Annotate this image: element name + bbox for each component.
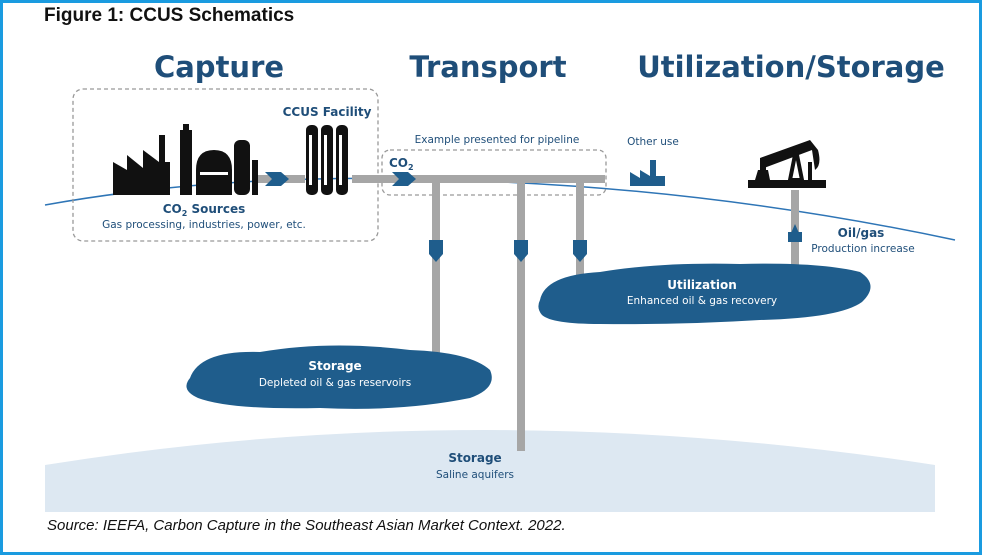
sources-detail-label: Gas processing, industries, power, etc. xyxy=(102,219,306,231)
header-capture: Capture xyxy=(154,50,284,84)
production-increase-label: Production increase xyxy=(811,243,914,255)
flow-arrow-down-2 xyxy=(514,240,528,262)
flow-arrow-right-1 xyxy=(265,172,289,186)
storage-reservoir-title: Storage xyxy=(308,359,361,373)
pipe-to-aquifer xyxy=(517,183,525,451)
utilization-reservoir xyxy=(538,263,871,325)
flow-arrow-up-stem xyxy=(788,232,802,242)
saline-storage-detail: Saline aquifers xyxy=(436,469,514,481)
flow-arrow-down-1 xyxy=(429,240,443,262)
pipe-to-utilization xyxy=(576,183,584,288)
ccus-facility-icon xyxy=(306,125,348,195)
small-factory-icon xyxy=(630,160,665,186)
source-caption: Source: IEEFA, Carbon Capture in the Sou… xyxy=(47,517,566,534)
figure-title: Figure 1: CCUS Schematics xyxy=(44,5,295,26)
ccus-facility-label: CCUS Facility xyxy=(283,105,372,119)
utilization-title: Utilization xyxy=(667,278,737,292)
co2-sources-label: CO2 Sources xyxy=(163,202,246,218)
refinery-icon xyxy=(180,124,258,195)
co2-pipe-label: CO2 xyxy=(389,156,414,172)
factory-icon xyxy=(113,135,170,195)
oil-pump-icon xyxy=(748,140,826,188)
other-use-label: Other use xyxy=(627,136,679,148)
saline-aquifer xyxy=(45,430,935,512)
saline-storage-title: Storage xyxy=(448,451,501,465)
capture-box xyxy=(72,88,379,242)
storage-reservoir xyxy=(186,345,492,409)
pipe-to-storage xyxy=(432,183,440,360)
pipeline-example-label: Example presented for pipeline xyxy=(415,134,580,146)
pipeline-example-box xyxy=(381,149,607,196)
oil-gas-label: Oil/gas xyxy=(838,226,885,240)
header-utilization-storage: Utilization/Storage xyxy=(637,50,945,84)
flow-arrow-down-3 xyxy=(573,240,587,262)
main-pipe xyxy=(352,175,605,183)
flow-arrow-right-2 xyxy=(392,172,416,186)
storage-reservoir-detail: Depleted oil & gas reservoirs xyxy=(259,377,411,389)
utilization-detail: Enhanced oil & gas recovery xyxy=(627,295,777,307)
header-transport: Transport xyxy=(409,50,566,84)
